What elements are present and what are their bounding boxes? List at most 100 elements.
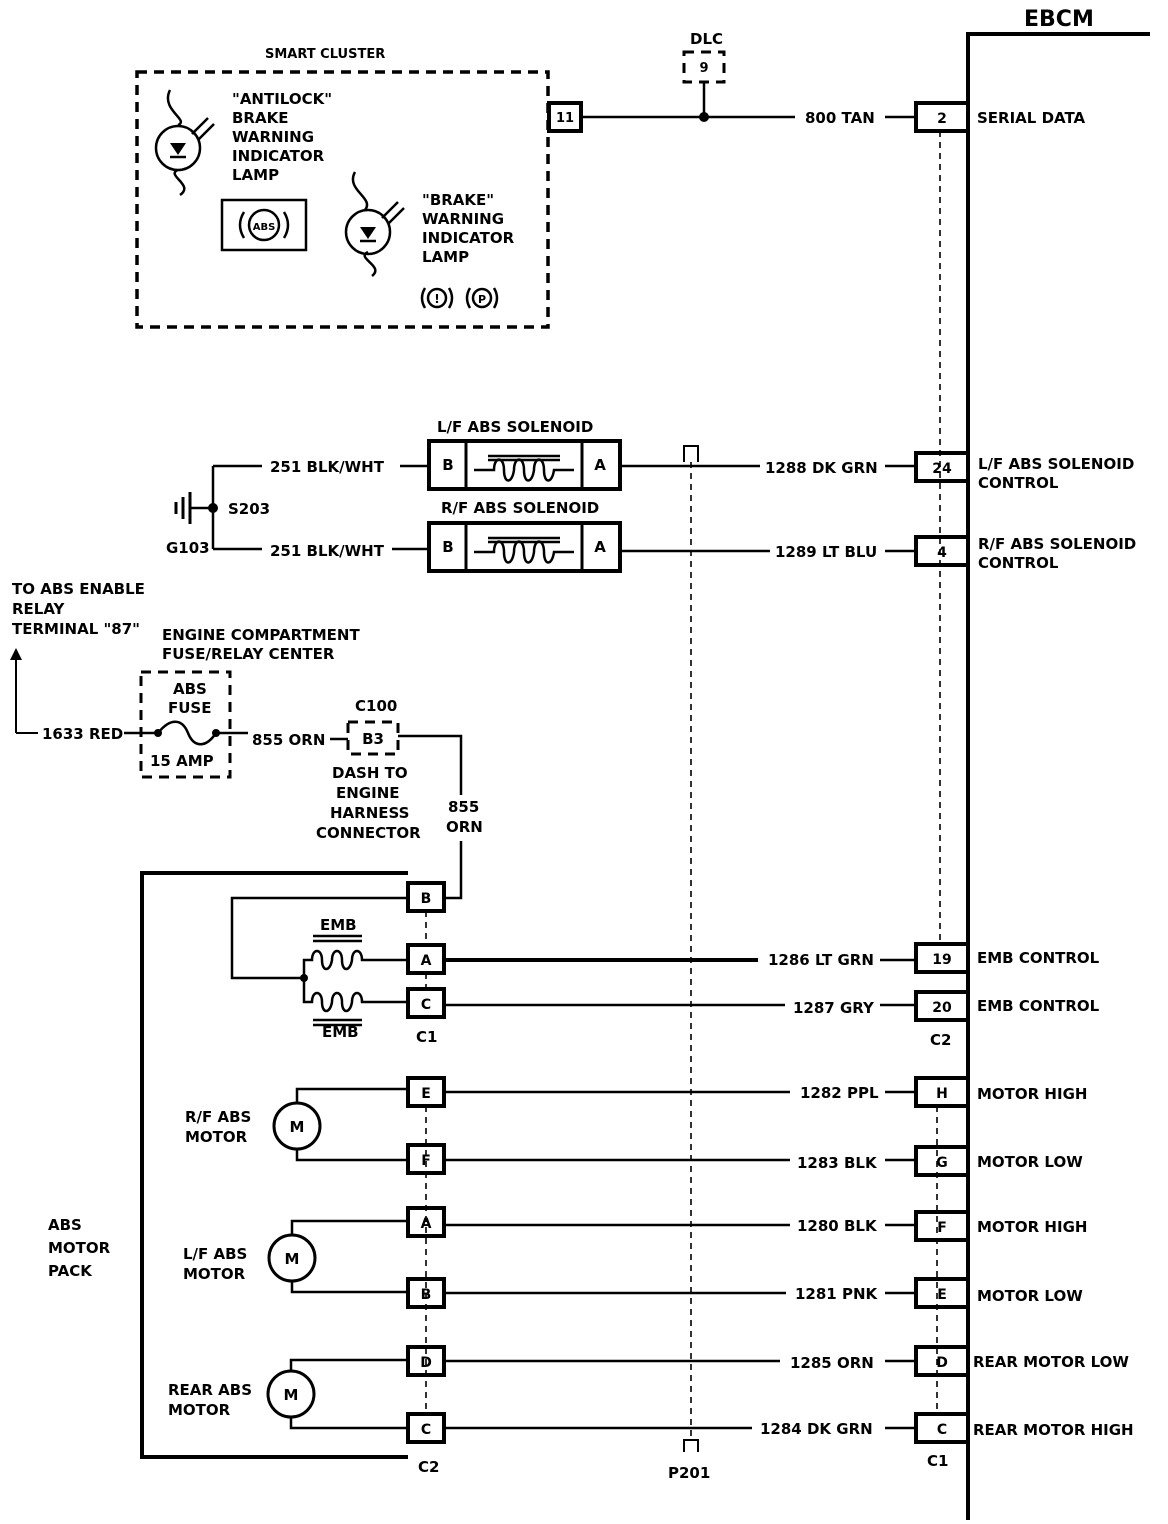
motor-pack-circuits: 1286 LT GRN 1287 GRY 1282 PPL 1283 BLK 1… [444, 951, 916, 1438]
ebcm-pin-h: H [936, 1086, 948, 1102]
ebcm-pin-g: G [936, 1155, 948, 1171]
antilock-lamp-line-3: WARNING [232, 128, 314, 146]
brake-symbol-exclaim: ! [434, 292, 439, 306]
to-relay-line-3: TERMINAL "87" [12, 620, 140, 638]
brake-symbols-icon: ! P [420, 287, 499, 309]
pack-c1-pin-b: B [421, 891, 432, 907]
lf-solenoid-pin-b: B [442, 456, 453, 474]
lf-solenoid-pin-a: A [594, 456, 606, 474]
rf-motor-symbol: M [290, 1118, 305, 1136]
connector-desc-3: HARNESS [330, 804, 409, 822]
wire-855-label-2: ORN [446, 818, 483, 836]
fuse-name-1: ABS [173, 680, 207, 698]
lf-motor-label-2: MOTOR [183, 1265, 246, 1283]
wire-1287-gry: 1287 GRY [793, 999, 875, 1017]
ebcm-pin-c: C [937, 1422, 947, 1438]
lf-motor-symbol: M [285, 1250, 300, 1268]
solenoid-circuits: 251 BLK/WHT 251 BLK/WHT S203 G103 1288 D… [166, 458, 916, 561]
ebcm-func-rf-solenoid: R/F ABS SOLENOID [978, 535, 1136, 553]
pack-c2-pin-e: E [421, 1086, 431, 1102]
antilock-lamp-line-1: "ANTILOCK" [232, 90, 332, 108]
connector-desc-2: ENGINE [336, 784, 400, 802]
rear-motor-icon: M [266, 1358, 408, 1430]
fuse-icon [157, 720, 218, 746]
ebcm-func-lf-solenoid: L/F ABS SOLENOID [978, 455, 1134, 473]
rf-motor-icon: M [272, 1087, 408, 1162]
connector-desc-1: DASH TO [332, 764, 408, 782]
rf-solenoid-coil-icon [474, 536, 574, 564]
abs-symbol-text: ABS [253, 222, 276, 233]
connector-c100: C100 [355, 697, 397, 715]
shield-ground-p201: P201 [668, 1464, 710, 1482]
wire-1289-lt-blu: 1289 LT BLU [775, 543, 877, 561]
to-relay-line-1: TO ABS ENABLE [12, 580, 145, 598]
lf-motor-label-1: L/F ABS [183, 1245, 247, 1263]
ground-g103: G103 [166, 539, 210, 557]
ebcm-func-serial-data: SERIAL DATA [977, 109, 1086, 127]
ebcm-pins: 2 SERIAL DATA 24 L/F ABS SOLENOID CONTRO… [914, 101, 1136, 1444]
pack-c1-pin-c: C [421, 997, 431, 1013]
pack-c1-label: C1 [416, 1028, 437, 1046]
brake-lamp-line-1: "BRAKE" [422, 191, 494, 209]
wire-855-orn: 855 ORN [252, 731, 325, 749]
antilock-lamp-line-5: LAMP [232, 166, 279, 184]
ebcm-func-rear-motor-high: REAR MOTOR HIGH [973, 1421, 1134, 1439]
motor-pack-title-1: ABS [48, 1216, 82, 1234]
abs-symbol-icon: ABS [220, 198, 308, 252]
connector-desc-4: CONNECTOR [316, 824, 421, 842]
ebcm-pin-19: 19 [932, 952, 951, 968]
serial-data-circuit: 800 TAN DLC 9 [581, 30, 916, 127]
fuse-circuit: TO ABS ENABLE RELAY TERMINAL "87" 1633 R… [10, 580, 486, 900]
wire-251-blk-wht-rf: 251 BLK/WHT [270, 542, 385, 560]
rf-motor-label-2: MOTOR [185, 1128, 248, 1146]
brake-lamp-line-2: WARNING [422, 210, 504, 228]
pack-c2-pin-a: A [421, 1216, 432, 1232]
ebcm-c1-label: C1 [927, 1452, 948, 1470]
wire-855-label-1: 855 [448, 798, 479, 816]
motor-pack-title-2: MOTOR [48, 1239, 111, 1257]
wire-1281-pnk: 1281 PNK [795, 1285, 879, 1303]
wire-1288-dk-grn: 1288 DK GRN [765, 459, 878, 477]
ebcm-func-emb-1: EMB CONTROL [977, 949, 1100, 967]
to-relay-line-2: RELAY [12, 600, 66, 618]
rear-motor-symbol: M [284, 1386, 299, 1404]
pack-c2-label: C2 [418, 1458, 439, 1476]
ebcm-func-rf-motor-low: MOTOR LOW [977, 1153, 1083, 1171]
shield-drain: P201 [668, 445, 710, 1482]
wire-1282-ppl: 1282 PPL [800, 1084, 879, 1102]
ebcm-pin-2: 2 [937, 111, 947, 127]
pack-c1-pin-a: A [421, 953, 432, 969]
fuse-center-line-2: FUSE/RELAY CENTER [162, 645, 335, 663]
pack-c2-pin-c: C [421, 1422, 431, 1438]
ebcm-func-rf-solenoid-2: CONTROL [978, 554, 1059, 572]
ebcm-pin-4: 4 [937, 545, 947, 561]
connector-pin-b3: B3 [362, 730, 384, 748]
splice-s203: S203 [228, 500, 270, 518]
rf-solenoid-pin-a: A [594, 538, 606, 556]
fuse-rating: 15 AMP [150, 752, 214, 770]
antilock-lamp-line-2: BRAKE [232, 109, 288, 127]
motor-pack-title-3: PACK [48, 1262, 93, 1280]
antilock-lamp-icon [154, 89, 215, 197]
cluster-pin-11: 11 [556, 111, 574, 126]
ebcm-func-lf-motor-high: MOTOR HIGH [977, 1218, 1087, 1236]
wire-1283-blk: 1283 BLK [797, 1154, 878, 1172]
abs-motor-pack: ABS MOTOR PACK B A C C1 EMB EMB E F [48, 871, 446, 1476]
ebcm-func-emb-2: EMB CONTROL [977, 997, 1100, 1015]
brake-symbol-p: P [478, 293, 486, 306]
fuse-center-line-1: ENGINE COMPARTMENT [162, 626, 360, 644]
ebcm-func-rf-motor-high: MOTOR HIGH [977, 1085, 1087, 1103]
antilock-lamp-line-4: INDICATOR [232, 147, 325, 165]
emb-coil-icon [300, 934, 408, 1027]
rf-solenoid-title: R/F ABS SOLENOID [441, 499, 599, 517]
smart-cluster-title: SMART CLUSTER [265, 47, 385, 62]
dlc-label: DLC [690, 30, 723, 48]
ebcm-c2-label: C2 [930, 1031, 951, 1049]
arrow-up-icon [10, 648, 22, 660]
brake-lamp-line-3: INDICATOR [422, 229, 515, 247]
brake-lamp-icon [344, 171, 405, 277]
ebcm-func-rear-motor-low: REAR MOTOR LOW [973, 1353, 1129, 1371]
brake-lamp-line-4: LAMP [422, 248, 469, 266]
lf-abs-solenoid: L/F ABS SOLENOID B A [427, 418, 622, 491]
